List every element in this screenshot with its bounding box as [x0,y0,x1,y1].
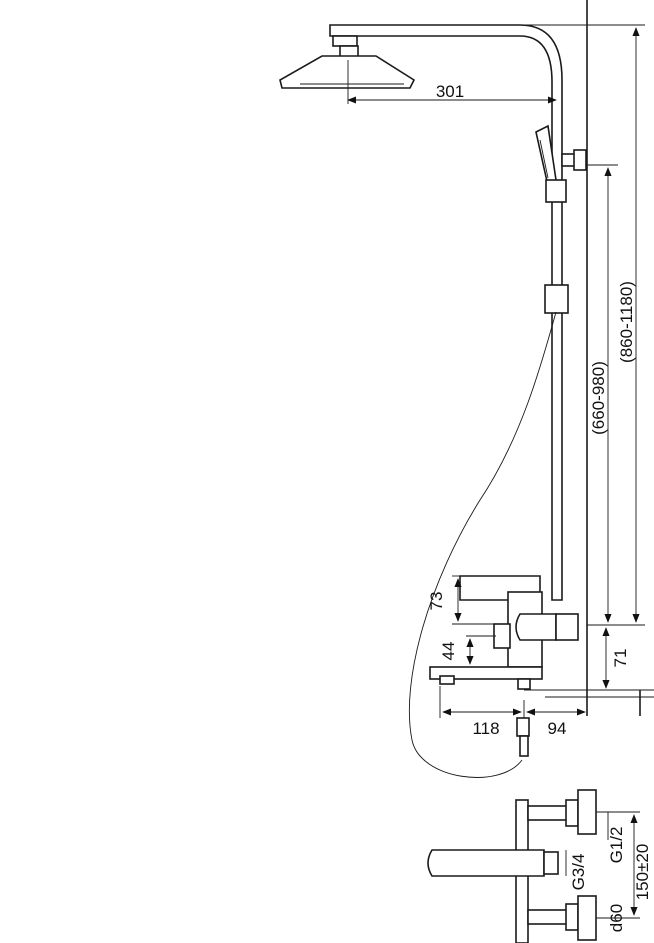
lower-rosette [577,895,597,941]
hose-connector-body [519,735,529,757]
upper-rosette [577,789,597,835]
upper-eccentric [527,805,569,821]
dimension-lines [347,24,654,718]
lower-bracket-nut [555,613,579,641]
upper-eccentric-nut [565,799,579,827]
rain-shower-head [279,55,416,89]
label-inlet-outlet: G3/4 [569,854,588,891]
spout-tip [439,675,455,685]
hand-shower-face [539,139,549,179]
hose-connector [516,717,530,737]
slider-holder [545,179,567,203]
overhead-arm [329,24,563,601]
label-wall-thread: G1/2 [607,827,626,864]
lower-eccentric [527,909,569,925]
spout [429,666,543,680]
dim-head-reach: 301 [436,82,464,101]
dim-mixer-axis: 71 [611,649,630,668]
label-eccentric-spacing: 150±20 [633,844,652,901]
shower-hose [409,311,557,778]
detail-outlet-nut [543,851,559,875]
mixer-bottom-outlet [517,678,531,690]
dim-mixer-top: 73 [427,592,446,611]
upper-bracket-nut [573,149,587,171]
lower-eccentric-nut [565,903,579,931]
mixer-cartridge [493,623,511,649]
shower-column [279,24,587,778]
dim-height-total: (860-1180) [617,281,636,363]
dim-height-slider: (660-980) [589,361,608,435]
diverter-knob [515,613,557,641]
label-rosette-diameter: d60 [607,904,626,932]
dim-wall-depth: 94 [548,719,567,738]
dim-spout-length: 118 [472,719,499,738]
detail-spout [427,849,545,877]
head-connector [332,35,358,47]
height-clamp [544,284,569,314]
dim-mixer-spout: 44 [439,642,458,661]
mixer-detail-view [427,789,640,943]
